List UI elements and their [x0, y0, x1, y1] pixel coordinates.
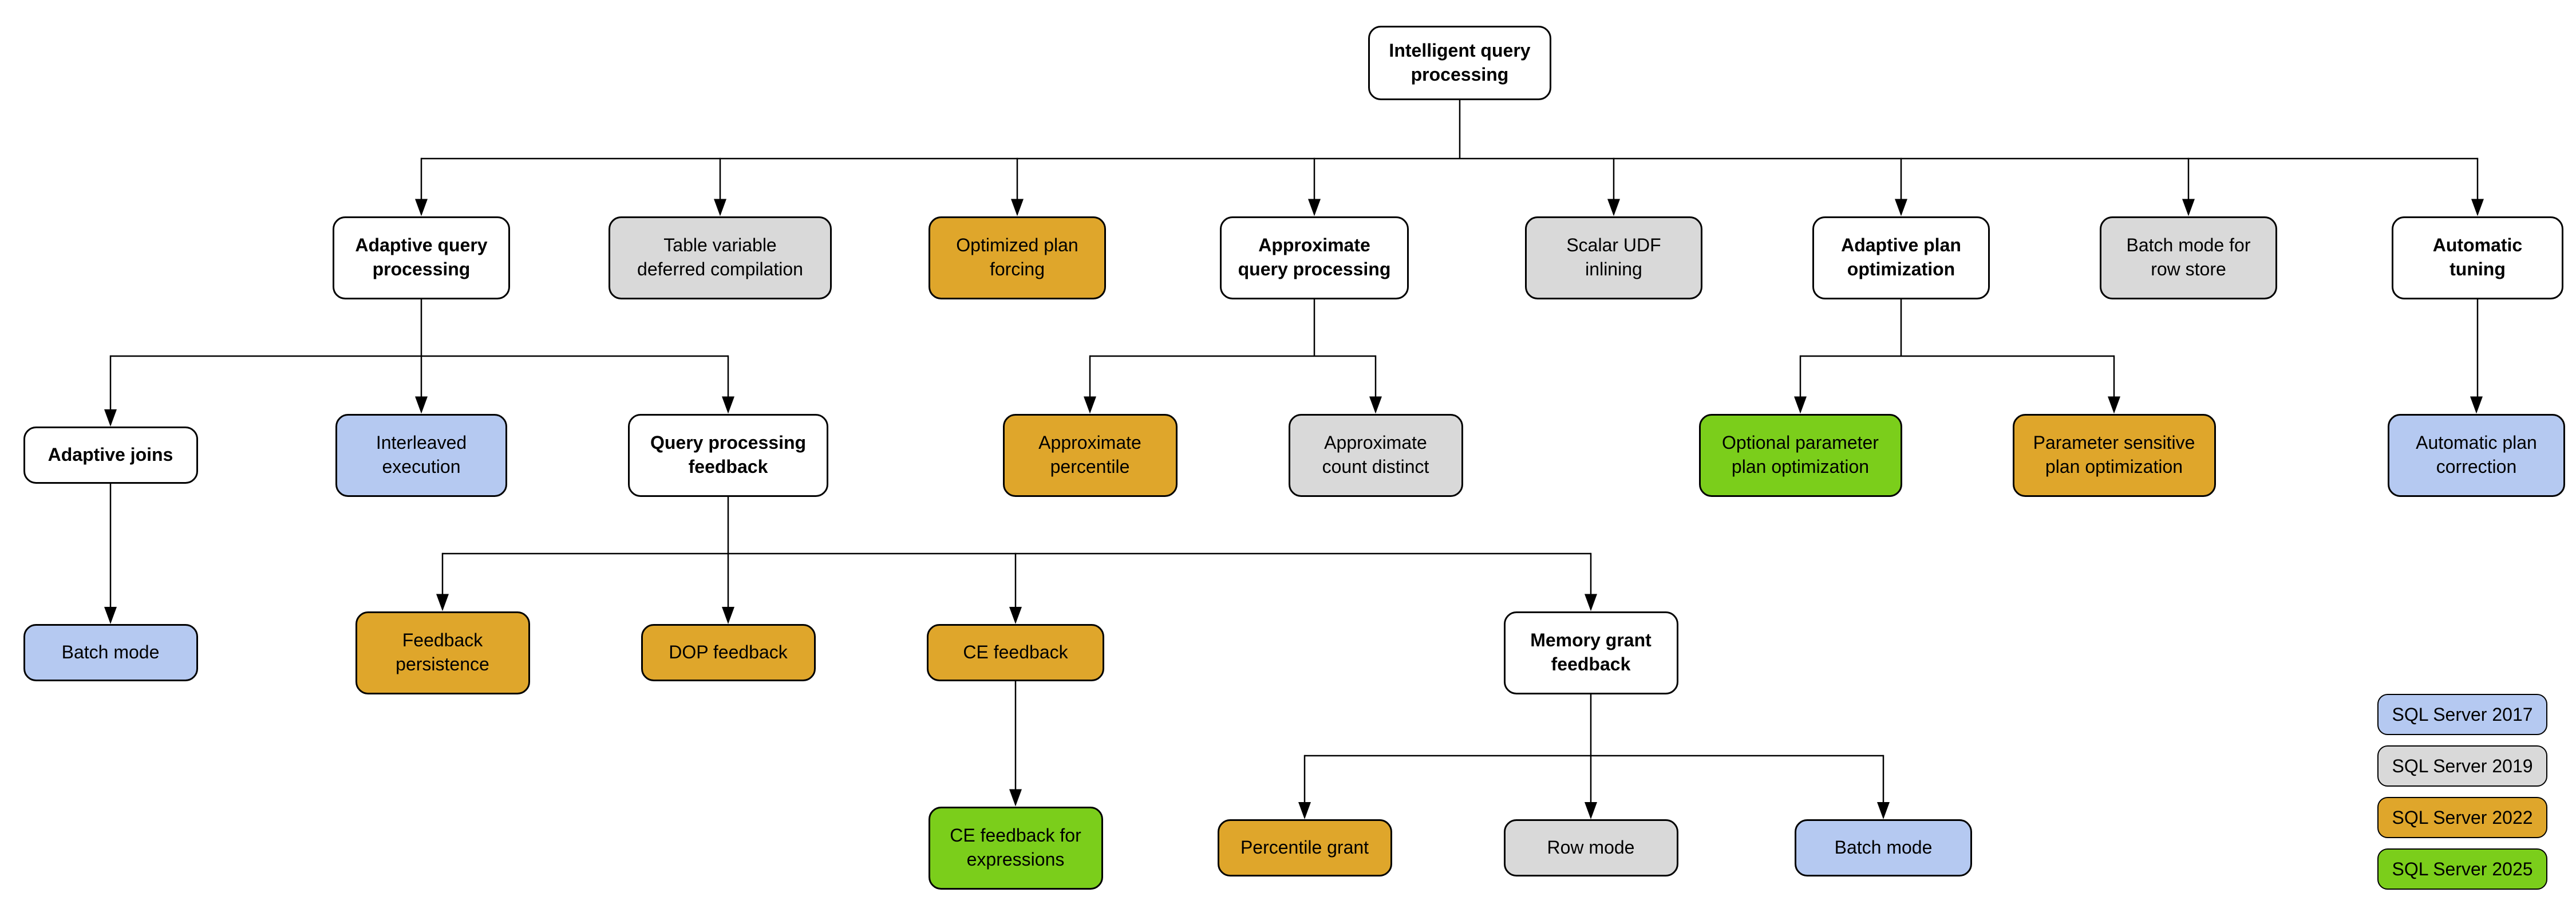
node-approximate-query-processing: Approximate query processing	[1220, 216, 1409, 299]
node-label: Approximate count distinct	[1322, 432, 1429, 477]
node-approximate-percentile: Approximate percentile	[1002, 413, 1178, 497]
node-label: CE feedback	[963, 642, 1068, 663]
node-adaptive-plan-optimization: Adaptive plan optimization	[1812, 216, 1990, 299]
node-label: Row mode	[1547, 837, 1635, 858]
node-label: Adaptive plan optimization	[1841, 235, 1961, 279]
node-label: DOP feedback	[669, 642, 788, 663]
node-ce-feedback-for-expressions: CE feedback for expressions	[928, 806, 1103, 890]
node-label: Feedback persistence	[396, 630, 489, 674]
node-query-processing-feedback: Query processing feedback	[628, 413, 828, 497]
node-approximate-count-distinct: Approximate count distinct	[1288, 413, 1463, 497]
node-automatic-tuning: Automatic tuning	[2392, 216, 2563, 299]
node-label: Percentile grant	[1240, 837, 1369, 858]
legend-item-sql2019: SQL Server 2019	[2377, 745, 2547, 787]
node-intelligent-query-processing: Intelligent query processing	[1368, 26, 1551, 100]
node-label: Interleaved execution	[376, 432, 467, 477]
node-batch-mode-adaptive-joins: Batch mode	[23, 624, 198, 681]
node-label: Adaptive query processing	[355, 235, 488, 279]
node-label: Optimized plan forcing	[956, 235, 1078, 279]
node-table-variable-deferred-compilation: Table variable deferred compilation	[609, 216, 832, 299]
node-label: Batch mode for row store	[2126, 235, 2251, 279]
node-label: CE feedback for expressions	[950, 825, 1081, 870]
node-label: Batch mode	[61, 642, 160, 663]
node-scalar-udf-inlining: Scalar UDF inlining	[1525, 216, 1702, 299]
node-adaptive-query-processing: Adaptive query processing	[333, 216, 510, 299]
node-adaptive-joins: Adaptive joins	[23, 427, 198, 484]
node-label: Scalar UDF inlining	[1566, 235, 1661, 279]
node-label: Table variable deferred compilation	[637, 235, 803, 279]
node-label: Batch mode	[1834, 837, 1933, 858]
node-label: Optional parameter plan optimization	[1722, 432, 1879, 477]
node-label: Intelligent query processing	[1389, 40, 1531, 85]
node-label: Automatic tuning	[2432, 235, 2523, 279]
node-label: Parameter sensitive plan optimization	[2033, 432, 2195, 477]
node-ce-feedback: CE feedback	[927, 624, 1104, 681]
node-memory-grant-feedback: Memory grant feedback	[1503, 611, 1678, 694]
node-feedback-persistence: Feedback persistence	[355, 611, 530, 694]
legend-label: SQL Server 2017	[2392, 704, 2533, 725]
node-optimized-plan-forcing: Optimized plan forcing	[929, 216, 1106, 299]
legend-item-sql2022: SQL Server 2022	[2377, 797, 2547, 838]
node-parameter-sensitive-plan-optimization: Parameter sensitive plan optimization	[2012, 413, 2216, 497]
node-label: Memory grant feedback	[1530, 630, 1652, 674]
node-percentile-grant: Percentile grant	[1217, 819, 1392, 876]
legend-item-sql2025: SQL Server 2025	[2377, 848, 2547, 890]
node-label: Query processing feedback	[650, 432, 807, 477]
legend-label: SQL Server 2019	[2392, 755, 2533, 776]
node-label: Automatic plan correction	[2416, 432, 2537, 477]
node-label: Approximate percentile	[1038, 432, 1141, 477]
node-row-mode: Row mode	[1503, 819, 1678, 876]
node-dop-feedback: DOP feedback	[641, 624, 816, 681]
legend-label: SQL Server 2022	[2392, 807, 2533, 828]
node-label: Approximate query processing	[1238, 235, 1391, 279]
node-batch-mode-memory-grant: Batch mode	[1795, 819, 1972, 876]
node-interleaved-execution: Interleaved execution	[335, 413, 507, 497]
legend-label: SQL Server 2025	[2392, 858, 2533, 879]
legend-item-sql2017: SQL Server 2017	[2377, 694, 2547, 735]
node-automatic-plan-correction: Automatic plan correction	[2388, 413, 2565, 497]
node-optional-parameter-plan-optimization: Optional parameter plan optimization	[1698, 413, 1902, 497]
node-batch-mode-for-row-store: Batch mode for row store	[2100, 216, 2277, 299]
node-label: Adaptive joins	[48, 444, 173, 465]
